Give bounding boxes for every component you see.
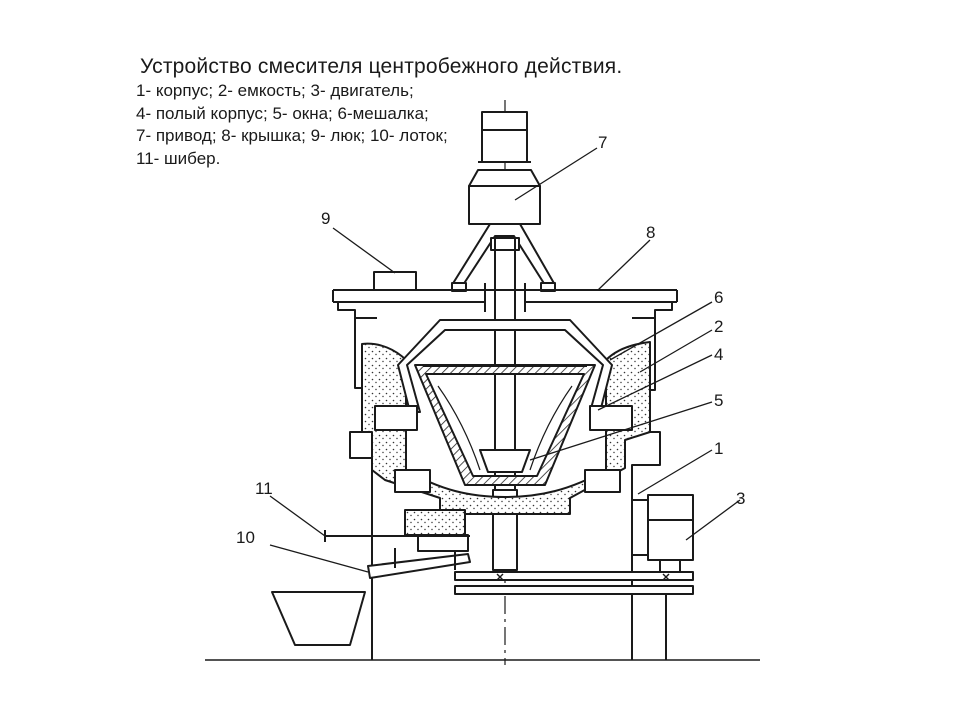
chute-10: [367, 553, 471, 579]
diagram-title: Устройство смесителя центробежного дейст…: [140, 55, 623, 78]
callout-10: 10: [236, 528, 255, 547]
belt-drive: [454, 571, 694, 660]
hatch-9: [373, 271, 417, 291]
callout-1: 1: [714, 439, 723, 458]
callout-4: 4: [714, 345, 723, 364]
outlet-block: [404, 509, 466, 536]
legend: 1- корпус; 2- емкость; 3- двигатель; 4- …: [136, 80, 448, 170]
legend-line-3: 7- привод; 8- крышка; 9- люк; 10- лоток;: [136, 126, 448, 145]
motor-3: [631, 494, 694, 573]
legend-line-2: 4- полый корпус; 5- окна; 6-мешалка;: [136, 103, 429, 123]
windows-5: [479, 449, 531, 473]
main-shaft: [492, 249, 518, 571]
collection-bin: [271, 591, 366, 646]
drive-7: [451, 111, 556, 292]
callout-9: 9: [321, 209, 330, 228]
callout-11: 11: [255, 479, 273, 498]
legend-line-4: 11- шибер.: [136, 148, 221, 168]
callout-8: 8: [646, 223, 655, 242]
callout-2: 2: [714, 317, 723, 336]
legend-line-1: 1- корпус; 2- емкость; 3- двигатель;: [136, 81, 414, 100]
hollow-body-4: [397, 319, 613, 413]
leader-lines: [269, 147, 741, 573]
callout-6: 6: [714, 288, 723, 307]
callout-5: 5: [714, 391, 723, 410]
callout-3: 3: [736, 489, 745, 508]
callout-7: 7: [598, 133, 607, 152]
